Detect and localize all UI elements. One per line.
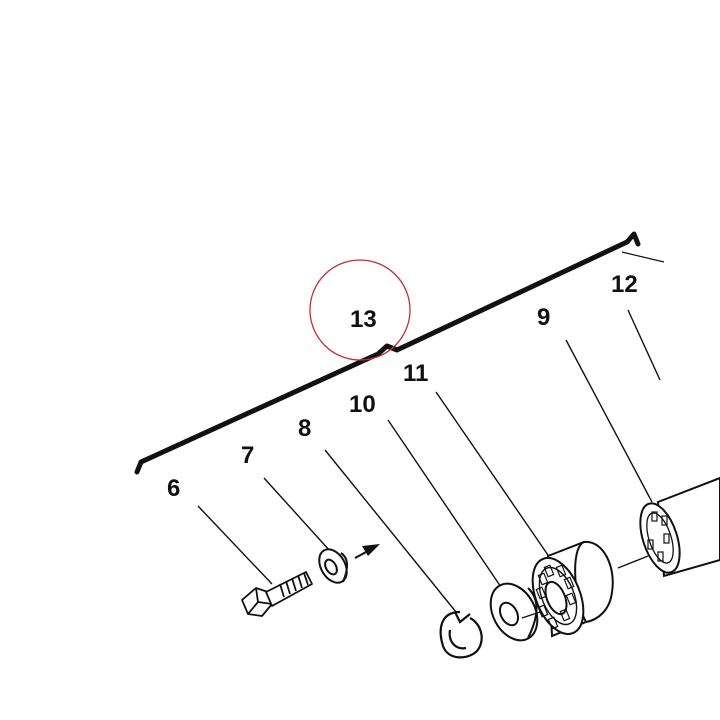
callout-12: 12 xyxy=(611,271,638,298)
highlight-circle xyxy=(309,259,411,361)
leader-line-8 xyxy=(324,449,457,613)
leader-line-9 xyxy=(565,339,653,503)
roller-bearing-part xyxy=(531,540,614,638)
washer-part xyxy=(318,548,348,584)
thrust-washer-part xyxy=(489,582,539,642)
leader-line-12 xyxy=(627,309,661,381)
callout-9: 9 xyxy=(537,304,550,331)
bracket-continuation xyxy=(621,251,665,263)
leader-line-7 xyxy=(263,477,331,552)
direction-arrow xyxy=(354,544,380,559)
callout-13: 13 xyxy=(350,306,377,333)
bearing-part xyxy=(639,476,720,578)
callout-7: 7 xyxy=(241,442,254,469)
leader-lines xyxy=(197,309,661,613)
hex-bolt-part xyxy=(241,571,313,617)
circlip-part xyxy=(439,610,483,659)
callout-8: 8 xyxy=(298,415,311,442)
callout-11: 11 xyxy=(403,360,428,387)
leader-line-6 xyxy=(197,505,273,585)
leader-line-11 xyxy=(435,391,551,559)
callout-6: 6 xyxy=(167,475,180,502)
callout-labels: 6 7 8 10 11 13 9 12 xyxy=(167,271,638,502)
assembly-bracket xyxy=(134,231,641,475)
leader-line-10 xyxy=(387,419,504,591)
callout-10: 10 xyxy=(349,391,376,418)
shaft-line xyxy=(521,555,649,619)
